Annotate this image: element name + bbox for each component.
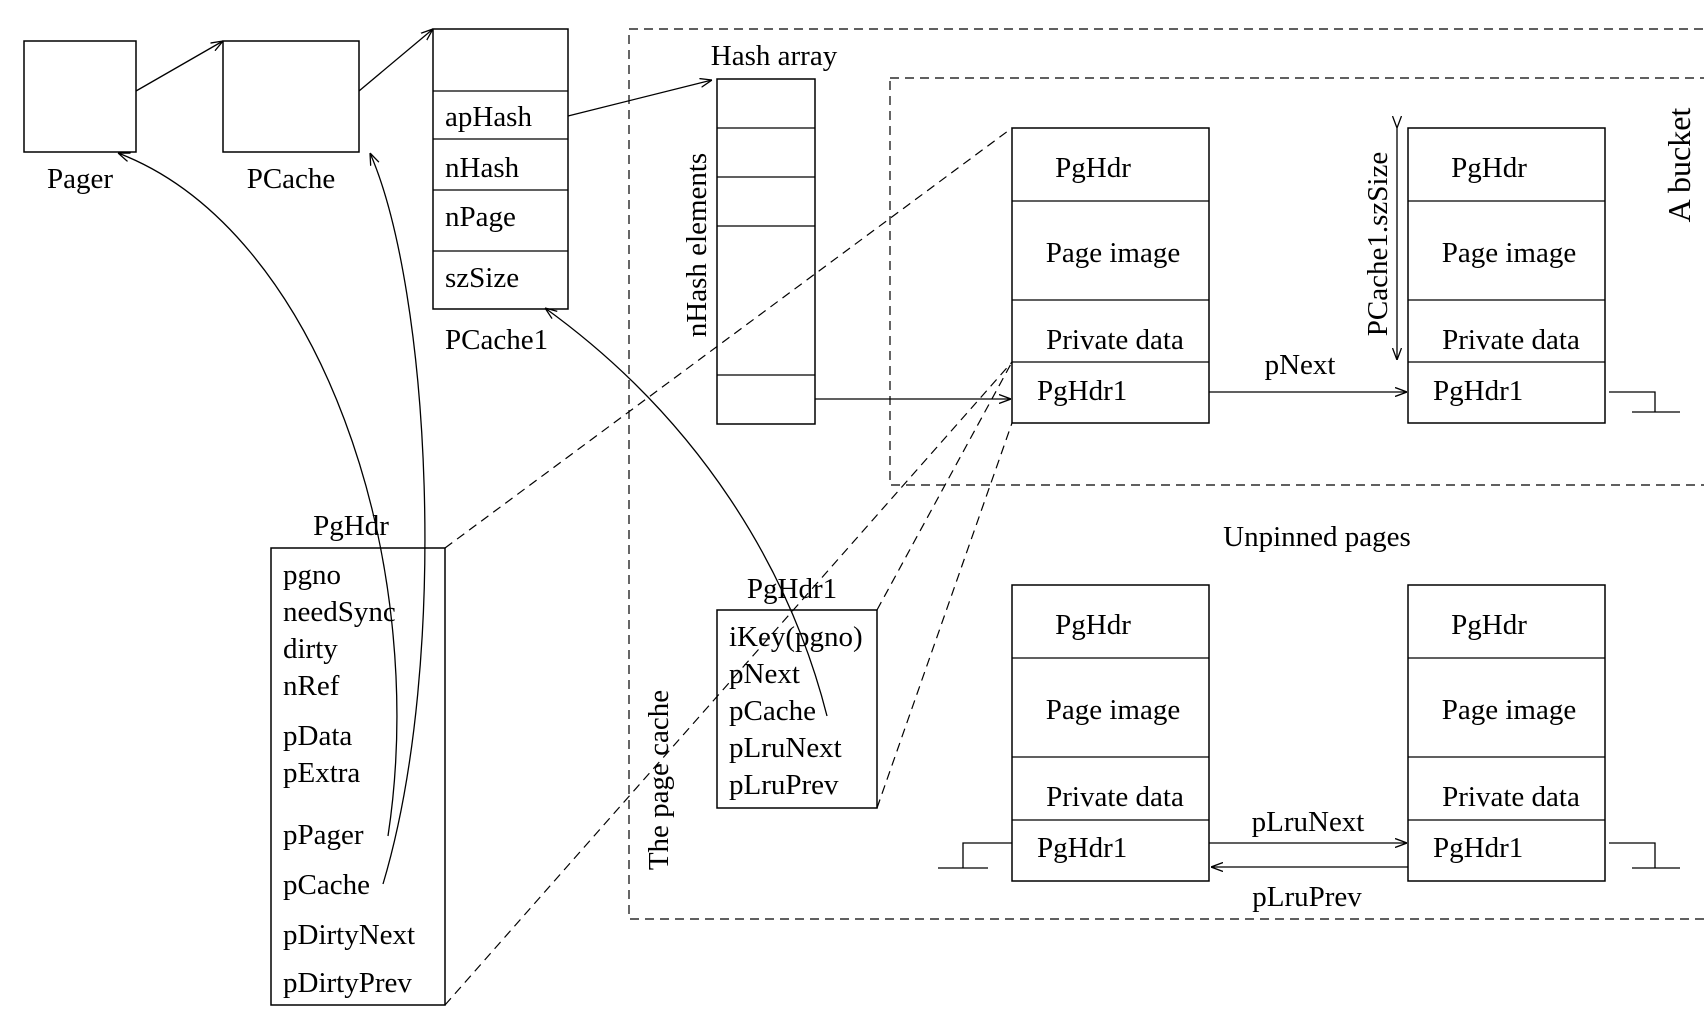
- pghdr1-label: PgHdr1: [1037, 832, 1127, 864]
- plruprev-arrow-label: pLruPrev: [1252, 881, 1362, 913]
- private-data-label: Private data: [1046, 324, 1184, 356]
- pager-to-pcache-arrow: [135, 41, 223, 92]
- pghdr-field-dirty: dirty: [283, 633, 338, 665]
- pcache1-field-aphash: apHash: [445, 101, 532, 133]
- page-image-label: Page image: [1046, 237, 1180, 269]
- pcache-to-pcache-arrow: [370, 153, 426, 885]
- pghdr1-top-correspondence: [876, 361, 1013, 611]
- hash-array: Hash array nHash elements: [681, 40, 838, 425]
- pcache1-field-npage: nPage: [445, 201, 516, 233]
- plrunext-arrow-label: pLruNext: [1252, 806, 1365, 838]
- page-block-unpinned-left: PgHdr Page image Private data PgHdr1: [1011, 584, 1210, 882]
- pcache-to-pcache1-arrow: [358, 29, 433, 92]
- pcache-label: PCache: [247, 163, 336, 195]
- pghdr-field-pextra: pExtra: [283, 757, 360, 789]
- page-block-unpinned-right: PgHdr Page image Private data PgHdr1: [1407, 584, 1606, 882]
- pghdr1-label: PgHdr1: [1433, 832, 1523, 864]
- page-image-label: Page image: [1442, 694, 1576, 726]
- pager-node: Pager: [23, 40, 137, 195]
- pghdr1-pcache-to-pcache1-arrow: [545, 308, 828, 717]
- page-cache-label: The page cache: [643, 690, 675, 870]
- nhash-elements-label: nHash elements: [681, 153, 713, 337]
- pghdr-struct: PgHdr pgno needSync dirty nRef pData pEx…: [270, 510, 446, 1006]
- pghdr-field-pdata: pData: [283, 720, 352, 752]
- bucket-region: [889, 77, 1704, 486]
- pghdr1-struct: PgHdr1 iKey(pgno) pNext pCache pLruNext …: [716, 573, 878, 809]
- pnext-arrow-label: pNext: [1265, 349, 1336, 381]
- aphash-to-hash-array-arrow: [567, 80, 712, 117]
- pghdr-field-needsync: needSync: [283, 596, 396, 628]
- pager-label: Pager: [47, 163, 113, 195]
- pghdr1-field-plruprev: pLruPrev: [729, 769, 839, 801]
- page-image-label: Page image: [1046, 694, 1180, 726]
- pcache-node: PCache: [222, 40, 360, 195]
- pghdr1-label: PgHdr1: [1037, 375, 1127, 407]
- page-cache-region: [628, 28, 1704, 920]
- pghdr-label: PgHdr: [1055, 152, 1131, 184]
- pghdr1-field-pcache: pCache: [729, 695, 816, 727]
- pghdr-field-pdirtyprev: pDirtyPrev: [283, 967, 412, 999]
- szsize-label: PCache1.szSize: [1362, 152, 1394, 336]
- pcache1-struct: apHash nHash nPage szSize PCache1: [432, 28, 569, 356]
- pcache1-field-nhash: nHash: [445, 152, 520, 184]
- pghdr-label: PgHdr: [1055, 609, 1131, 641]
- pcache1-label: PCache1: [445, 324, 548, 356]
- pghdr1-field-plrunext: pLruNext: [729, 732, 842, 764]
- private-data-label: Private data: [1046, 781, 1184, 813]
- pghdr-label: PgHdr: [1451, 152, 1527, 184]
- unpinned-pages-label: Unpinned pages: [1223, 521, 1411, 553]
- null-terminator: [962, 842, 1012, 868]
- pghdr1-field-ikey: iKey(pgno): [729, 621, 863, 653]
- private-data-label: Private data: [1442, 324, 1580, 356]
- private-data-label: Private data: [1442, 781, 1580, 813]
- page-block-bucket-right: PgHdr Page image Private data PgHdr1: [1407, 127, 1606, 424]
- pcache1-field-szsize: szSize: [445, 262, 519, 294]
- pghdr-top-correspondence: [444, 127, 1013, 549]
- pghdr-label: PgHdr: [1451, 609, 1527, 641]
- hash-array-title: Hash array: [711, 40, 838, 72]
- pghdr1-struct-title: PgHdr1: [747, 573, 837, 605]
- pghdr1-field-pnext: pNext: [729, 658, 800, 690]
- pghdr-field-pcache: pCache: [283, 869, 370, 901]
- null-terminator: [1609, 391, 1656, 412]
- ppager-to-pager-arrow: [118, 153, 398, 837]
- pghdr-field-nref: nRef: [283, 670, 340, 702]
- pghdr-field-pgno: pgno: [283, 559, 341, 591]
- pghdr-field-ppager: pPager: [283, 819, 364, 851]
- null-terminator: [1609, 842, 1656, 868]
- pghdr-bottom-correspondence: [444, 361, 1013, 1006]
- pghdr1-label: PgHdr1: [1433, 375, 1523, 407]
- pghdr1-bottom-correspondence: [876, 422, 1013, 809]
- pghdr-field-pdirtynext: pDirtyNext: [283, 919, 415, 951]
- page-image-label: Page image: [1442, 237, 1576, 269]
- bucket-label: A bucket: [1661, 108, 1697, 223]
- page-block-bucket-left: PgHdr Page image Private data PgHdr1: [1011, 127, 1210, 424]
